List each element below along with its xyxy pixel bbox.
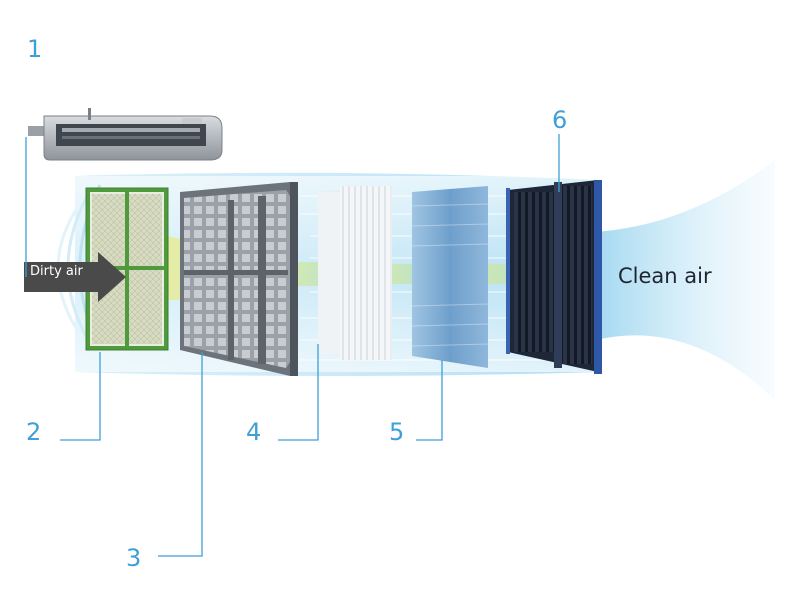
- callout-number-6: 6: [552, 106, 568, 134]
- callout-number-3: 3: [126, 544, 142, 572]
- callout-number-4: 4: [246, 418, 262, 446]
- clean-air-label: Clean air: [618, 264, 712, 288]
- callout-number-1: 1: [27, 35, 43, 63]
- filter-3-grid-frame: [180, 182, 298, 376]
- filter-4-white-pleated: [318, 186, 392, 360]
- filter-1-top-cover: [28, 108, 223, 161]
- clean-air-plume: [596, 160, 775, 400]
- callout-line-2: [60, 352, 101, 441]
- dirty-air-arrow: [24, 252, 126, 302]
- callout-line-5: [416, 360, 443, 441]
- callout-number-5: 5: [389, 418, 405, 446]
- filter-5-blue-media: [411, 186, 489, 368]
- filter-6-carbon: [506, 180, 602, 374]
- callout-line-4: [278, 344, 319, 441]
- dirty-air-label: Dirty air: [30, 264, 83, 279]
- callout-number-2: 2: [26, 418, 42, 446]
- callout-line-3: [158, 352, 203, 557]
- callout-lines: [25, 134, 560, 557]
